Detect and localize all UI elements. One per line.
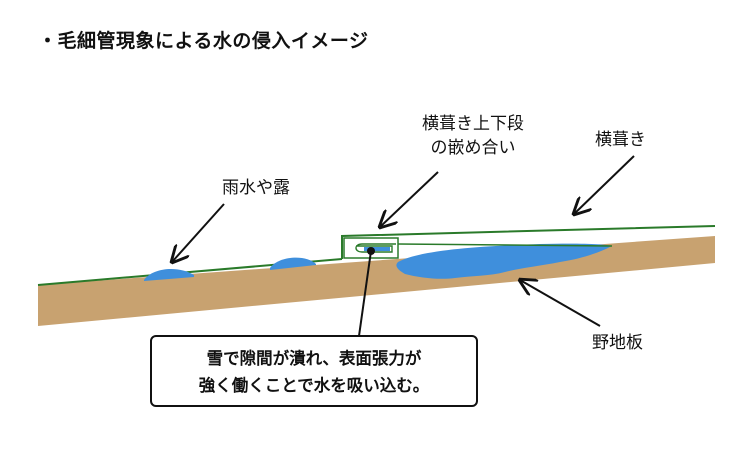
label-rain: 雨水や露 [222,178,290,198]
callout-box: 雪で隙間が潰れ、表面張力が 強く働くことで水を吸い込む。 [150,335,478,407]
upper-sheet-underside [397,243,613,247]
rain-drop-2 [270,257,316,270]
diagram-title: ・毛細管現象による水の侵入イメージ [38,30,369,52]
joint-hook [355,243,396,253]
callout-line2: 強く働くことで水を吸い込む。 [198,376,430,395]
label-joint-line1: 横葺き上下段 [422,114,524,134]
arrow-yokobuki [574,155,635,214]
water-pool [396,243,612,279]
label-nojiita: 野地板 [592,333,643,353]
arrow-nojiita [520,280,601,327]
arrow-rain [172,203,225,262]
label-joint: 横葺き上下段 の嵌め合い [378,112,568,160]
callout-pointer-dot [367,247,375,255]
callout-pointer [358,250,372,337]
label-joint-line2: の嵌め合い [430,138,516,158]
arrow-joint [380,171,439,227]
upper-roofing-sheet [341,225,716,259]
rain-drop-1 [144,268,194,281]
label-yokobuki: 横葺き [595,130,646,150]
callout-line1: 雪で隙間が潰れ、表面張力が [206,349,422,368]
